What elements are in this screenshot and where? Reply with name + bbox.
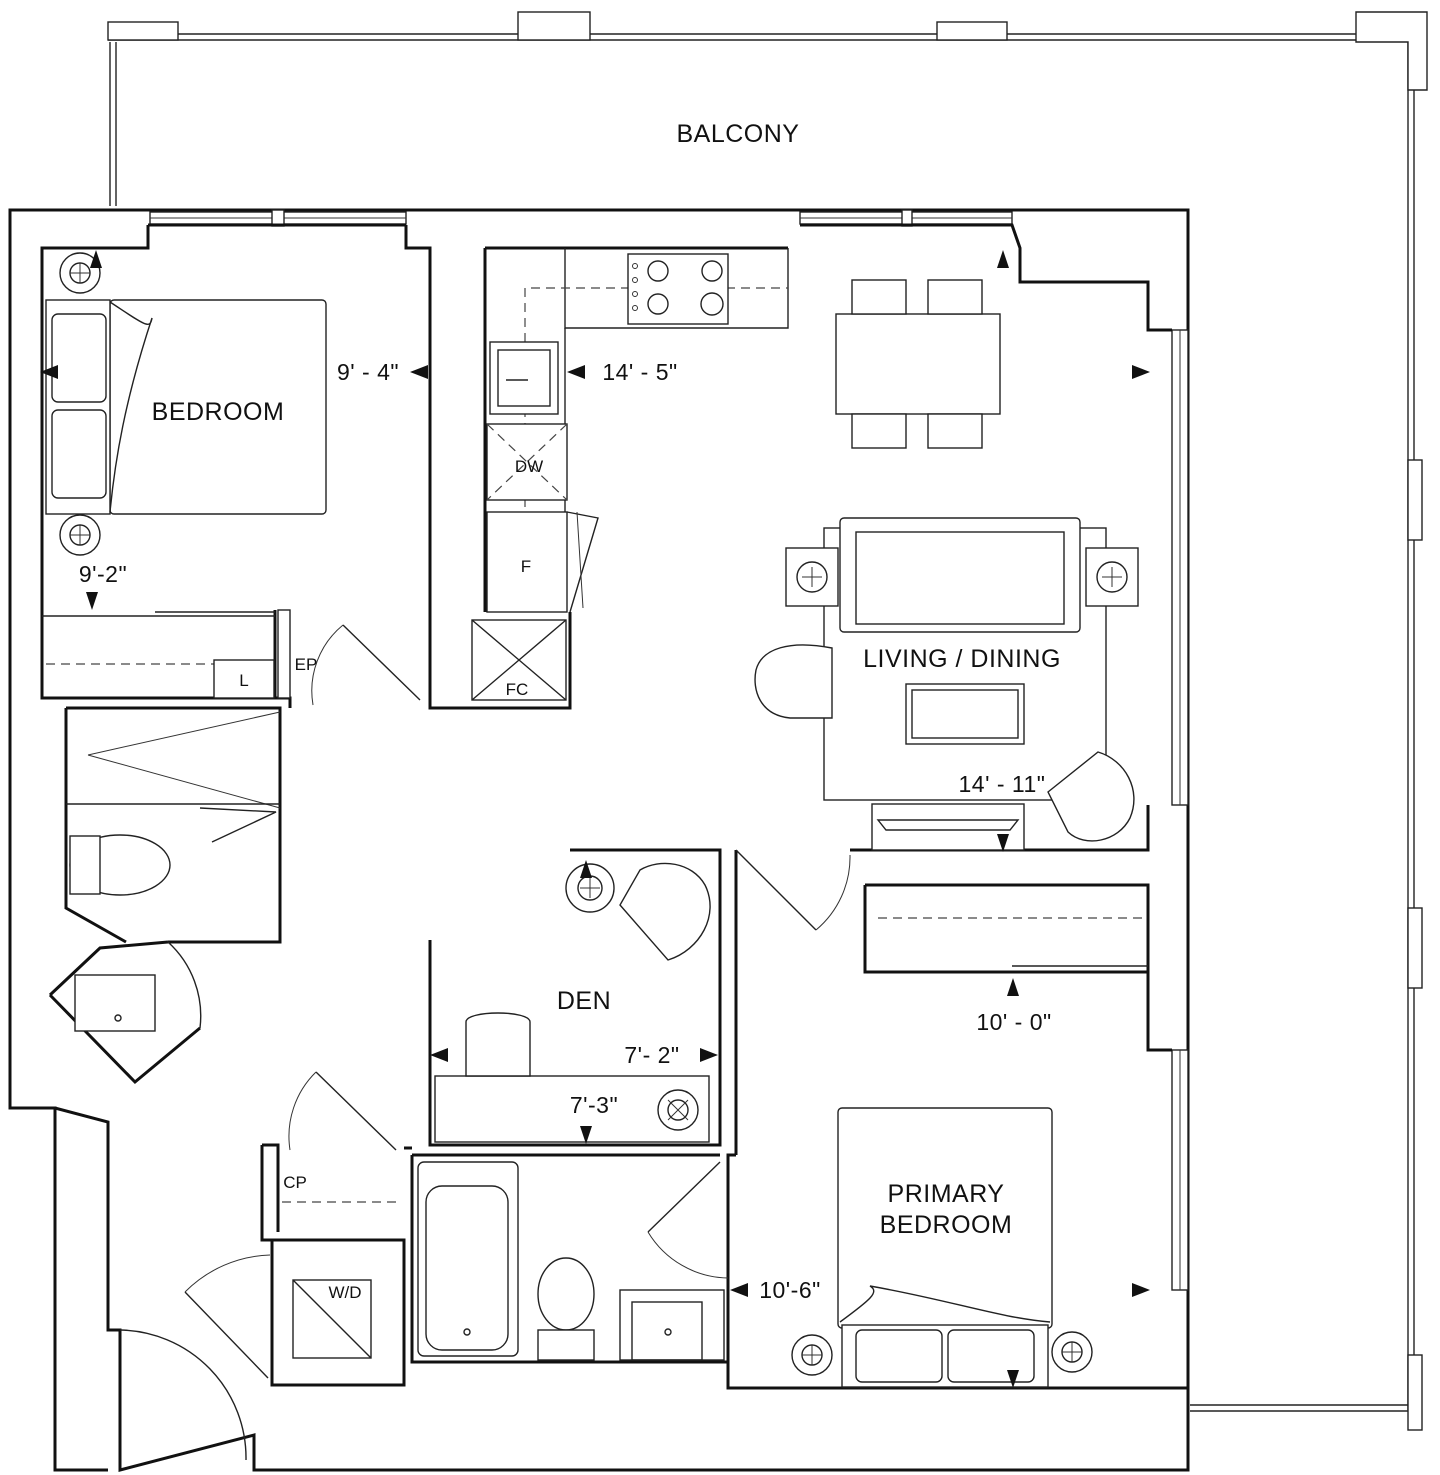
washer-dryer-label: W/D [328, 1283, 361, 1302]
fixture-labels: DW F FC EP L CP W/D [239, 457, 543, 1302]
dim-den-width: 7'- 2" [624, 1042, 679, 1068]
dimension-labels: 9' - 4" 9'-2" 14' - 5" 14' - 11" 10' - 0… [79, 359, 1051, 1303]
electrical-panel-label: EP [295, 655, 318, 674]
dim-primary-depth: 10'-6" [759, 1277, 821, 1303]
dishwasher-label: DW [515, 457, 543, 476]
entry-area [119, 1071, 400, 1461]
coat-closet-fc-label: FC [506, 680, 529, 699]
linen-label: L [239, 671, 248, 690]
bathroom-1 [66, 711, 281, 1032]
balcony-area [107, 11, 1428, 1431]
kitchen [471, 248, 789, 701]
bedroom-furniture [42, 252, 421, 706]
dim-bedroom-width: 9' - 4" [337, 359, 399, 385]
dim-den-depth: 7'-3" [570, 1092, 618, 1118]
dim-bedroom-depth: 9'-2" [79, 561, 127, 587]
main-bathroom [417, 1161, 729, 1361]
primary-bedroom-label-1: PRIMARY [888, 1180, 1005, 1208]
primary-bedroom-label-2: BEDROOM [880, 1211, 1013, 1239]
dim-primary-width: 10' - 0" [976, 1009, 1051, 1035]
coat-closet-cp-label: CP [283, 1173, 307, 1192]
den-label: DEN [557, 987, 611, 1015]
balcony-label: BALCONY [677, 120, 800, 148]
fridge-label: F [521, 557, 531, 576]
den-furniture [434, 849, 851, 1143]
bedroom-label: BEDROOM [152, 398, 285, 426]
living-dining-label: LIVING / DINING [863, 645, 1061, 673]
primary-bedroom-furniture [791, 917, 1148, 1388]
top-windows [149, 209, 1013, 227]
dim-kitchen: 14' - 5" [602, 359, 677, 385]
dining-set [835, 279, 1001, 449]
dim-living: 14' - 11" [959, 771, 1046, 797]
dimension-arrows [40, 250, 1150, 1388]
room-labels: BALCONY BEDROOM LIVING / DINING DEN PRIM… [152, 120, 1061, 1239]
living-furniture [754, 517, 1139, 851]
right-windows [1171, 329, 1189, 1291]
